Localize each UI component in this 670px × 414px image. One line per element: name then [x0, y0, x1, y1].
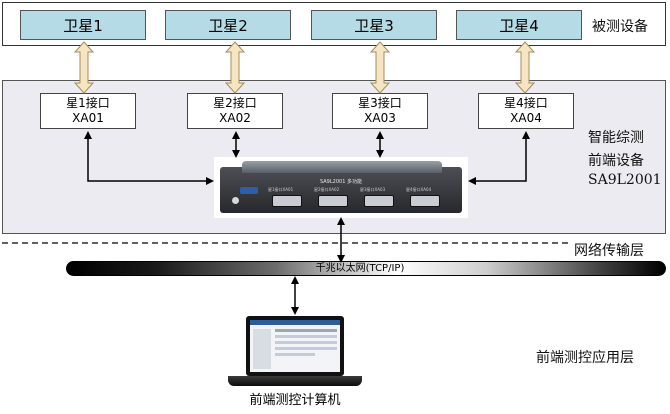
- device-chassis: SA9L2001 多功能 星1接口XA01 星2接口XA02 星3接口XA03 …: [220, 167, 462, 213]
- device-top-panel: [242, 161, 442, 173]
- satellite-link-arrow-2: [224, 41, 246, 94]
- device-connector-1: [272, 195, 302, 207]
- satellite-1-box: 卫星1: [20, 10, 146, 40]
- port-code: XA01: [72, 111, 104, 125]
- control-tier-label: 前端测控应用层: [536, 350, 634, 366]
- port-name: 星2接口: [213, 96, 257, 110]
- device-logo: [240, 187, 258, 194]
- satellite-link-arrow-3: [369, 41, 391, 94]
- port-box-3: 星3接口 XA03: [332, 93, 428, 129]
- port-code: XA02: [219, 111, 251, 125]
- ethernet-bus: [66, 261, 666, 276]
- device-connector-label-1: 星1接口XA01: [268, 187, 294, 192]
- device-connector-2: [318, 195, 348, 207]
- frontend-tier-label-line1: 智能综测: [588, 130, 644, 146]
- dut-tier-label: 被测设备: [592, 19, 648, 35]
- port-box-1: 星1接口 XA01: [40, 93, 136, 129]
- port-1-device-link: [84, 131, 214, 185]
- laptop-icon: [246, 316, 344, 376]
- frontend-tier-label-line3: SA9L2001: [588, 172, 662, 188]
- port-name: 星4接口: [504, 96, 548, 110]
- satellite-3-box: 卫星3: [311, 10, 437, 40]
- port-code: XA03: [364, 111, 396, 125]
- computer-caption: 前端测控计算机: [249, 393, 341, 408]
- port-code: XA04: [510, 111, 542, 125]
- satellite-4-box: 卫星4: [456, 10, 582, 40]
- satellite-link-arrow-1: [73, 41, 95, 94]
- port-name: 星1接口: [66, 96, 110, 110]
- port-name: 星3接口: [358, 96, 402, 110]
- device-model-label: SA9L2001 多功能: [320, 179, 362, 185]
- ethernet-bus-label: 千兆以太网(TCP/IP): [315, 263, 405, 274]
- device-connector-3: [364, 195, 394, 207]
- device-connector-label-3: 星3接口XA03: [360, 187, 386, 192]
- front-end-device: SA9L2001 多功能 星1接口XA01 星2接口XA02 星3接口XA03 …: [214, 157, 468, 218]
- device-connector-label-4: 星4接口XA04: [406, 187, 432, 192]
- network-tier-label: 网络传输层: [574, 243, 644, 259]
- laptop-display: [250, 320, 340, 372]
- laptop-base: [228, 376, 362, 386]
- device-connector-4: [410, 195, 440, 207]
- device-connector-label-2: 星2接口XA02: [314, 187, 340, 192]
- satellite-link-arrow-4: [514, 41, 536, 94]
- port-box-4: 星4接口 XA04: [478, 93, 574, 129]
- satellite-2-box: 卫星2: [165, 10, 291, 40]
- port-box-2: 星2接口 XA02: [187, 93, 283, 129]
- frontend-tier-label-line2: 前端设备: [588, 153, 644, 169]
- device-led-icon: [232, 197, 239, 204]
- port-4-device-link: [468, 131, 530, 185]
